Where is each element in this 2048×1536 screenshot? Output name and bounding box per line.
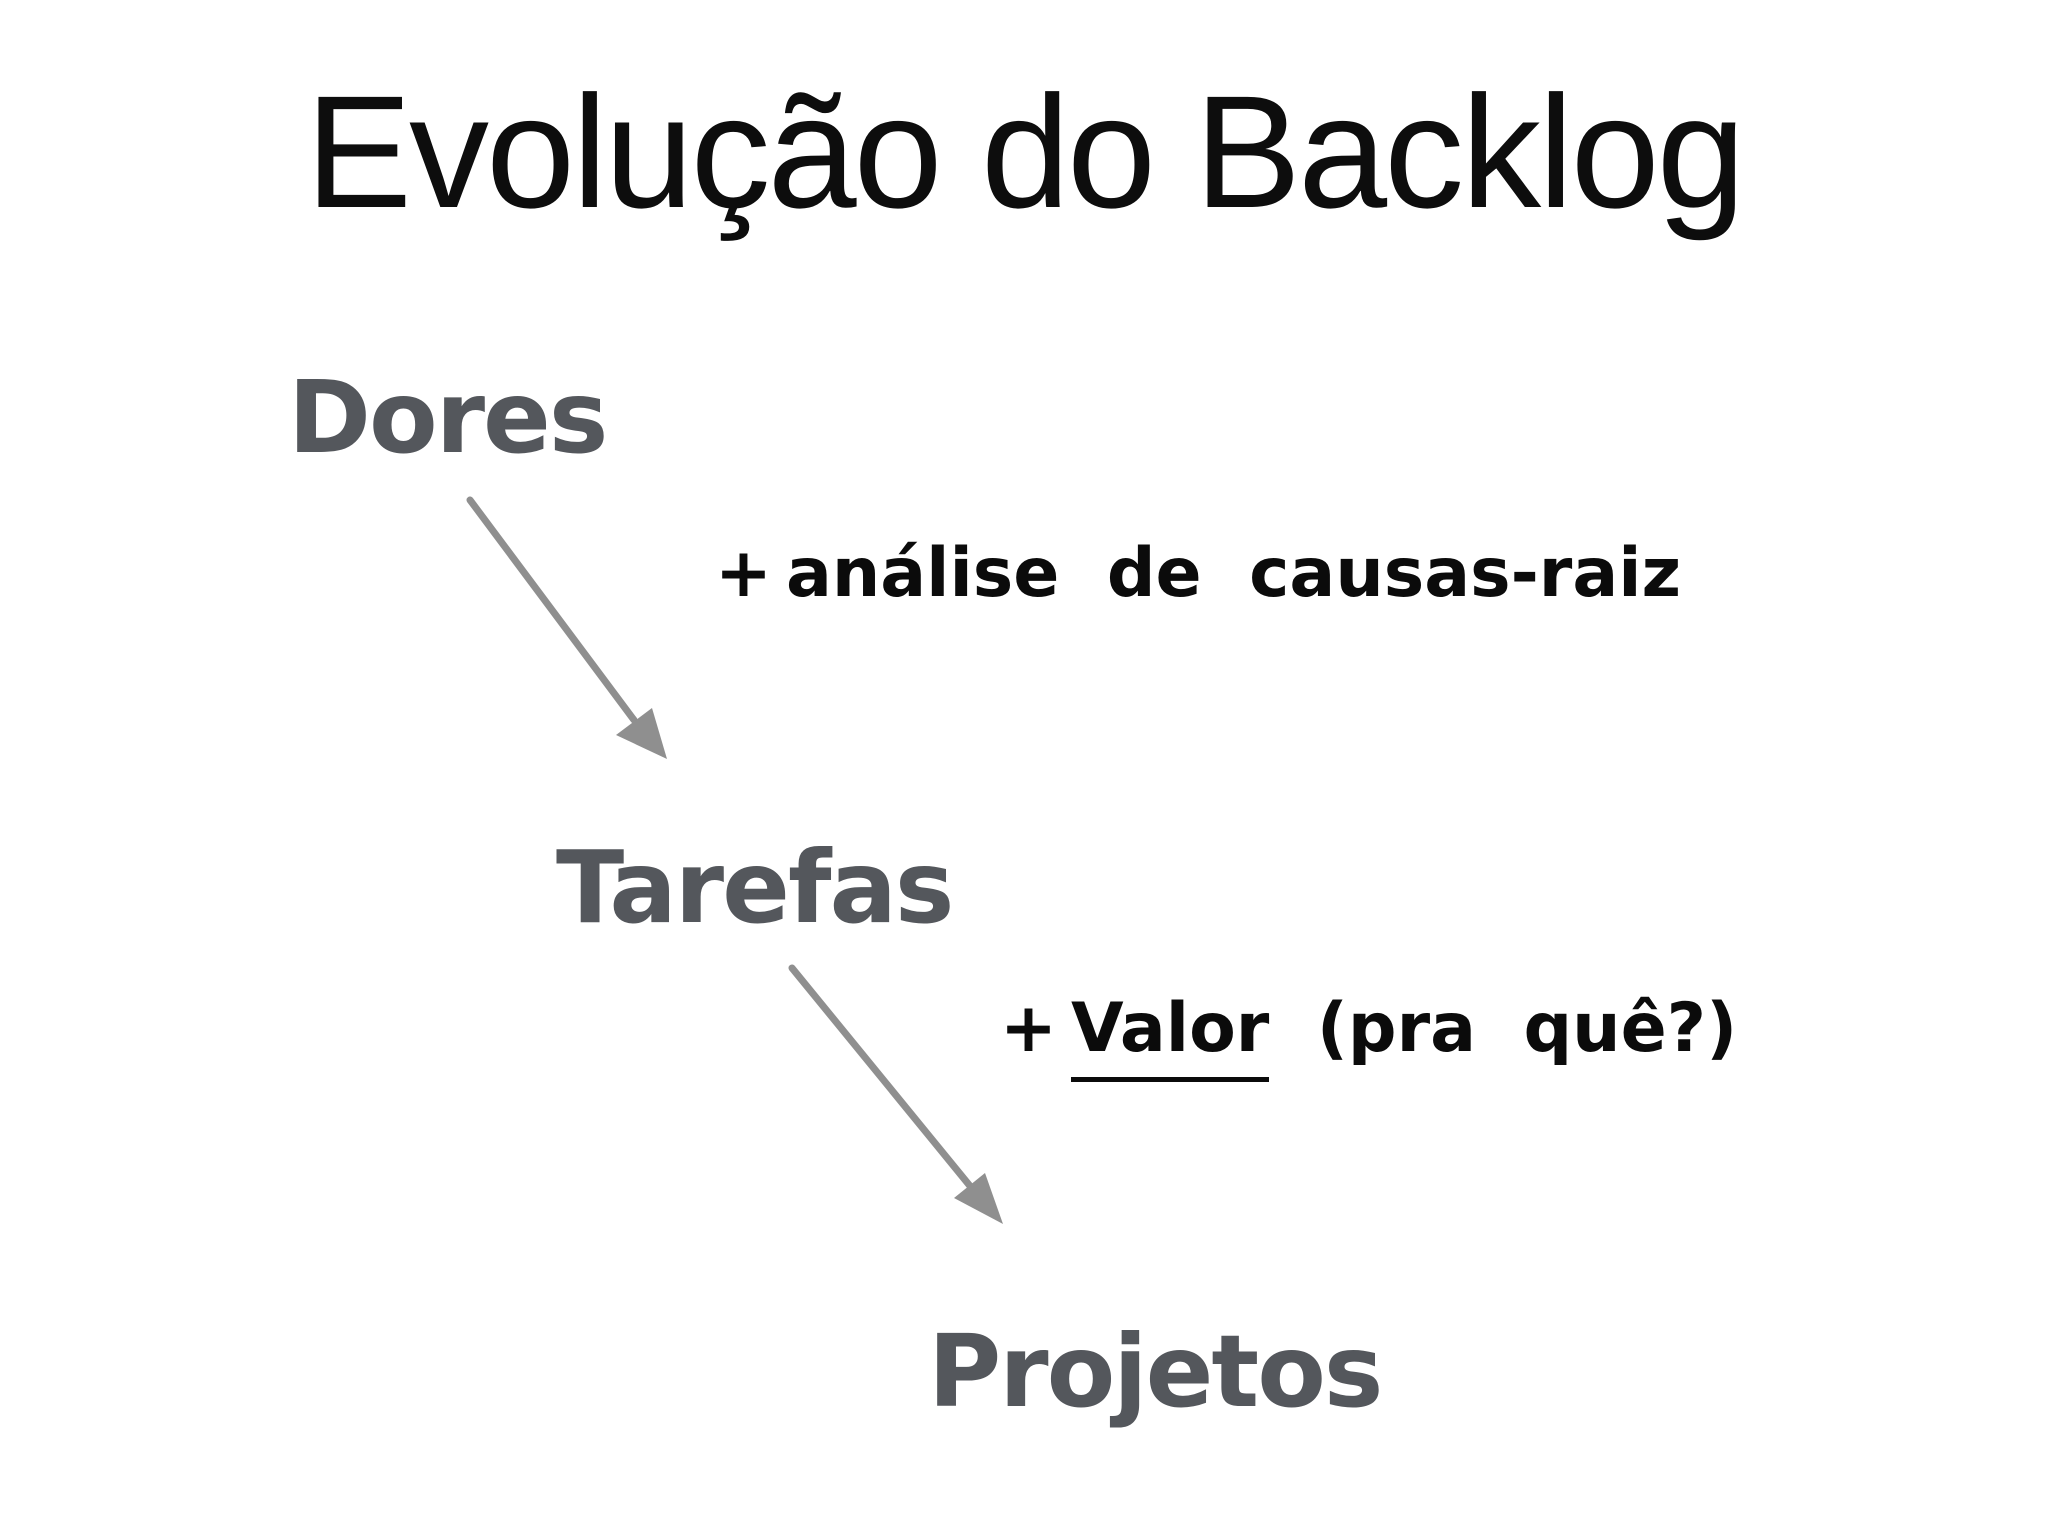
arrow-dores-to-tarefas-icon bbox=[466, 496, 667, 759]
arrow-shaft-texture bbox=[795, 975, 961, 1175]
node-tarefas: Tarefas bbox=[556, 829, 954, 946]
annotation-causas-raiz: +análise de causas-raiz bbox=[715, 530, 1681, 618]
node-projetos: Projetos bbox=[928, 1313, 1383, 1430]
annotation-causas-raiz-text: análise de causas-raiz bbox=[785, 534, 1682, 613]
plus-icon: + bbox=[715, 534, 772, 613]
annotation-valor: +Valor (pra quê?) bbox=[1000, 985, 1738, 1082]
arrowhead-icon bbox=[616, 708, 667, 759]
arrowhead-icon bbox=[954, 1173, 1003, 1224]
plus-icon: + bbox=[1000, 989, 1057, 1068]
slide-title: Evolução do Backlog bbox=[305, 62, 1745, 241]
annotation-valor-rest: (pra quê?) bbox=[1316, 989, 1738, 1068]
arrow-tarefas-to-projetos-icon bbox=[788, 964, 1003, 1224]
arrow-shaft-texture bbox=[473, 507, 625, 709]
annotation-valor-word: Valor bbox=[1070, 989, 1270, 1082]
node-dores: Dores bbox=[288, 359, 608, 476]
